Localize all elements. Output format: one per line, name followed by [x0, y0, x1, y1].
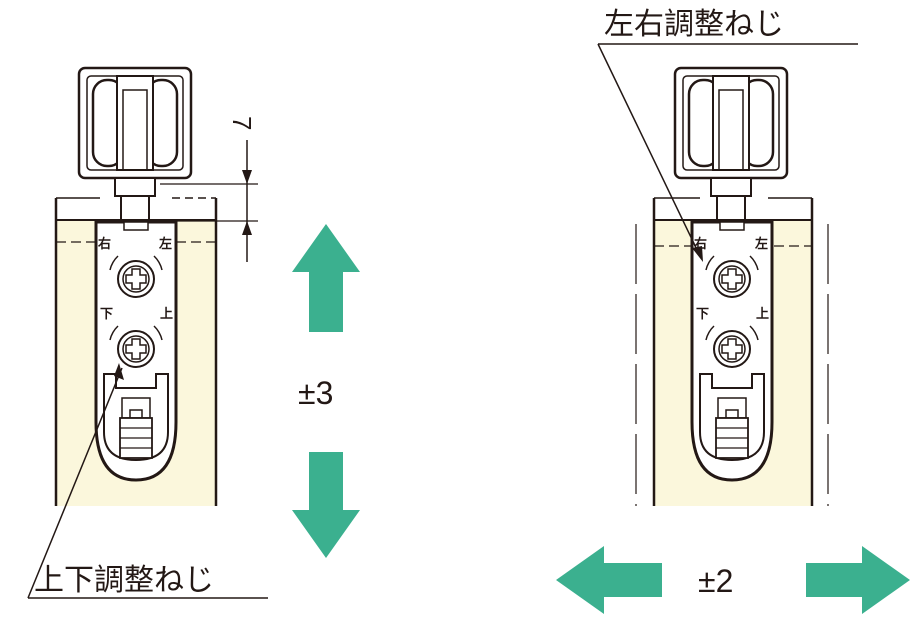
roller-assembly-left — [77, 66, 193, 222]
plate-mark-down: 下 — [100, 306, 113, 321]
left-figure: 右 左 下 上 7 上下調整ねじ ±3 — [27, 66, 360, 599]
horizontal-range: ±2 — [698, 563, 733, 599]
plate-mark-up: 上 — [160, 306, 173, 321]
right-arrow — [806, 546, 910, 614]
adjust-plate-right — [690, 220, 774, 482]
down-arrow — [292, 452, 360, 558]
vertical-range: ±3 — [298, 375, 333, 411]
left-arrow — [556, 546, 662, 614]
up-arrow — [292, 224, 360, 332]
adjust-plate-left — [94, 220, 178, 482]
roller-assembly-right — [673, 66, 789, 222]
plate-mark-left: 左 — [159, 236, 172, 251]
dimension-label: 7 — [227, 116, 257, 130]
right-figure: 右 左 下 上 左右調整ねじ ±2 — [556, 8, 910, 614]
plate-mark-up-2: 上 — [756, 306, 769, 321]
plate-mark-right: 右 — [97, 236, 111, 251]
plate-mark-left-2: 左 — [755, 236, 768, 251]
horizontal-screw-label: 左右調整ねじ — [604, 8, 784, 41]
plate-mark-down-2: 下 — [696, 306, 709, 321]
vertical-screw-label: 上下調整ねじ — [34, 564, 214, 597]
